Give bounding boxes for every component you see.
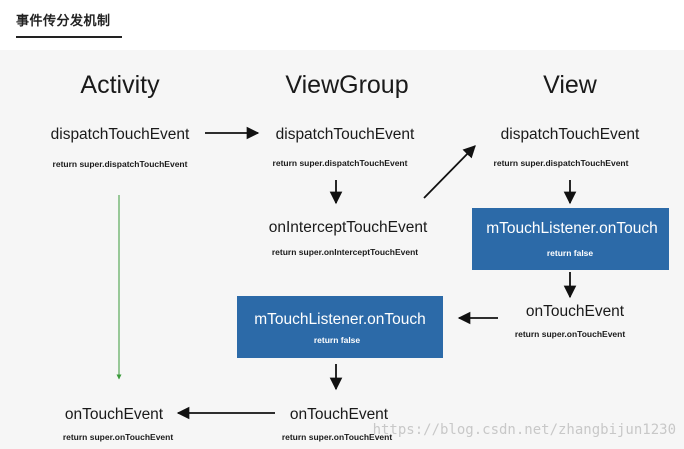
node-activity-ontouch: onTouchEvent return super.onTouchEvent: [63, 406, 174, 442]
viewgroup-intercept-method: onInterceptTouchEvent: [269, 219, 428, 236]
column-title-activity: Activity: [80, 71, 160, 99]
node-viewgroup-intercept: onInterceptTouchEvent return super.onInt…: [269, 219, 428, 257]
viewgroup-ontouch-method: onTouchEvent: [290, 406, 389, 423]
viewgroup-listener-box-bg: [237, 296, 443, 358]
node-viewgroup-dispatch: dispatchTouchEvent return super.dispatch…: [273, 126, 416, 168]
arrow-intercept-to-view-dispatch: [423, 145, 476, 199]
section-title: 事件传分发机制: [16, 14, 111, 29]
view-listener-title: mTouchListener.onTouch: [486, 220, 657, 237]
viewgroup-listener-box: mTouchListener.onTouch return false: [237, 296, 443, 358]
viewgroup-intercept-return: return super.onInterceptTouchEvent: [272, 247, 418, 257]
node-activity-dispatch: dispatchTouchEvent return super.dispatch…: [51, 126, 190, 169]
view-dispatch-method: dispatchTouchEvent: [501, 126, 640, 143]
view-ontouch-return: return super.onTouchEvent: [515, 329, 626, 339]
node-view-ontouch: onTouchEvent return super.onTouchEvent: [515, 303, 626, 339]
activity-dispatch-return: return super.dispatchTouchEvent: [53, 159, 188, 169]
section-title-underline: [16, 36, 122, 38]
viewgroup-dispatch-return: return super.dispatchTouchEvent: [273, 158, 408, 168]
activity-ontouch-method: onTouchEvent: [65, 406, 164, 423]
viewgroup-listener-sub: return false: [314, 335, 361, 345]
viewgroup-ontouch-return: return super.onTouchEvent: [282, 432, 393, 442]
column-title-viewgroup: ViewGroup: [285, 71, 408, 99]
activity-dispatch-method: dispatchTouchEvent: [51, 126, 190, 143]
column-title-view: View: [543, 71, 598, 99]
article-header: 事件传分发机制: [0, 0, 684, 50]
viewgroup-listener-title: mTouchListener.onTouch: [254, 311, 425, 328]
view-dispatch-return: return super.dispatchTouchEvent: [494, 158, 629, 168]
viewgroup-dispatch-method: dispatchTouchEvent: [276, 126, 415, 143]
activity-ontouch-return: return super.onTouchEvent: [63, 432, 174, 442]
node-view-dispatch: dispatchTouchEvent return super.dispatch…: [494, 126, 641, 168]
node-viewgroup-ontouch: onTouchEvent return super.onTouchEvent: [282, 406, 393, 442]
watermark-text: https://blog.csdn.net/zhangbijun1230: [373, 422, 676, 438]
view-listener-box-bg: [472, 208, 669, 270]
view-listener-box: mTouchListener.onTouch return false: [472, 208, 669, 270]
view-listener-sub: return false: [547, 248, 594, 258]
view-ontouch-method: onTouchEvent: [526, 303, 625, 320]
